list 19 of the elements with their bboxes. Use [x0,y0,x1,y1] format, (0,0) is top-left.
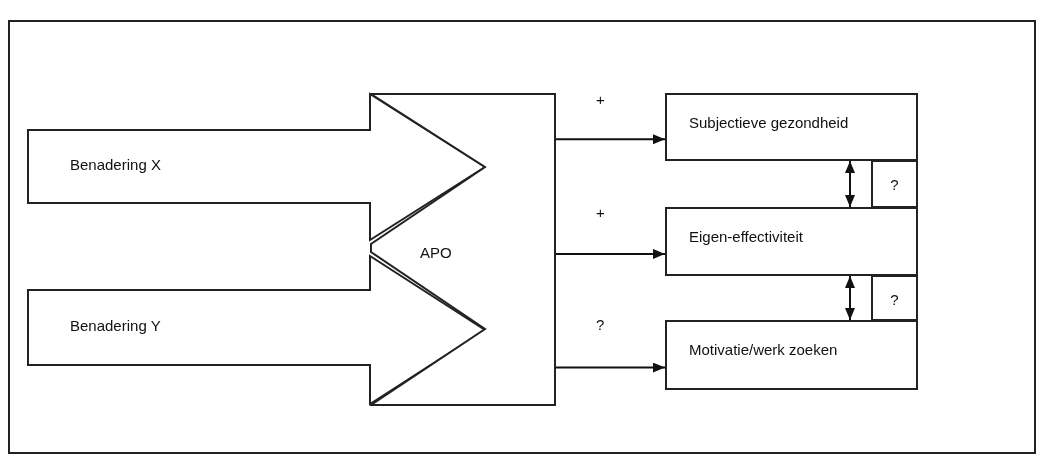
arrow [555,362,666,373]
node-label: Subjectieve gezondheid [689,114,849,132]
process-box [665,93,918,161]
process-shape [370,93,556,406]
arrow [845,160,855,208]
process-box [665,207,918,276]
question-box [871,160,918,208]
node-label: APO [420,244,452,262]
node-label: ? [889,176,900,194]
process-box [665,320,918,390]
node-label: Benadering Y [70,317,161,335]
arrow [845,275,855,321]
question-box [871,275,918,321]
node-label: ? [889,291,900,309]
node-label: Motivatie/werk zoeken [689,341,838,359]
arrow [555,248,666,259]
arrow [555,134,666,145]
node-label: Eigen-effectiviteit [689,228,803,246]
node-label: Benadering X [70,156,161,174]
